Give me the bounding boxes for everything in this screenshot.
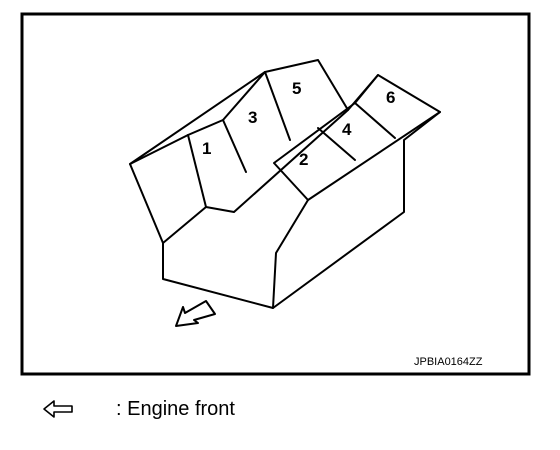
cylinder-label-4: 4 — [342, 120, 352, 139]
hollow-left-arrow-icon — [43, 400, 73, 418]
cylinder-label-3: 3 — [248, 108, 257, 127]
diagram-frame — [20, 12, 531, 376]
figure-code: JPBIA0164ZZ — [414, 356, 483, 368]
v-block-drawing — [129, 59, 441, 309]
cylinder-label-1: 1 — [202, 139, 211, 158]
cylinder-label-2: 2 — [299, 150, 308, 169]
cylinder-label-5: 5 — [292, 79, 301, 98]
legend-text: : Engine front — [116, 397, 235, 420]
engine-front-arrow-icon — [175, 300, 216, 327]
cylinder-label-6: 6 — [386, 88, 395, 107]
legend: : Engine front — [42, 395, 235, 423]
